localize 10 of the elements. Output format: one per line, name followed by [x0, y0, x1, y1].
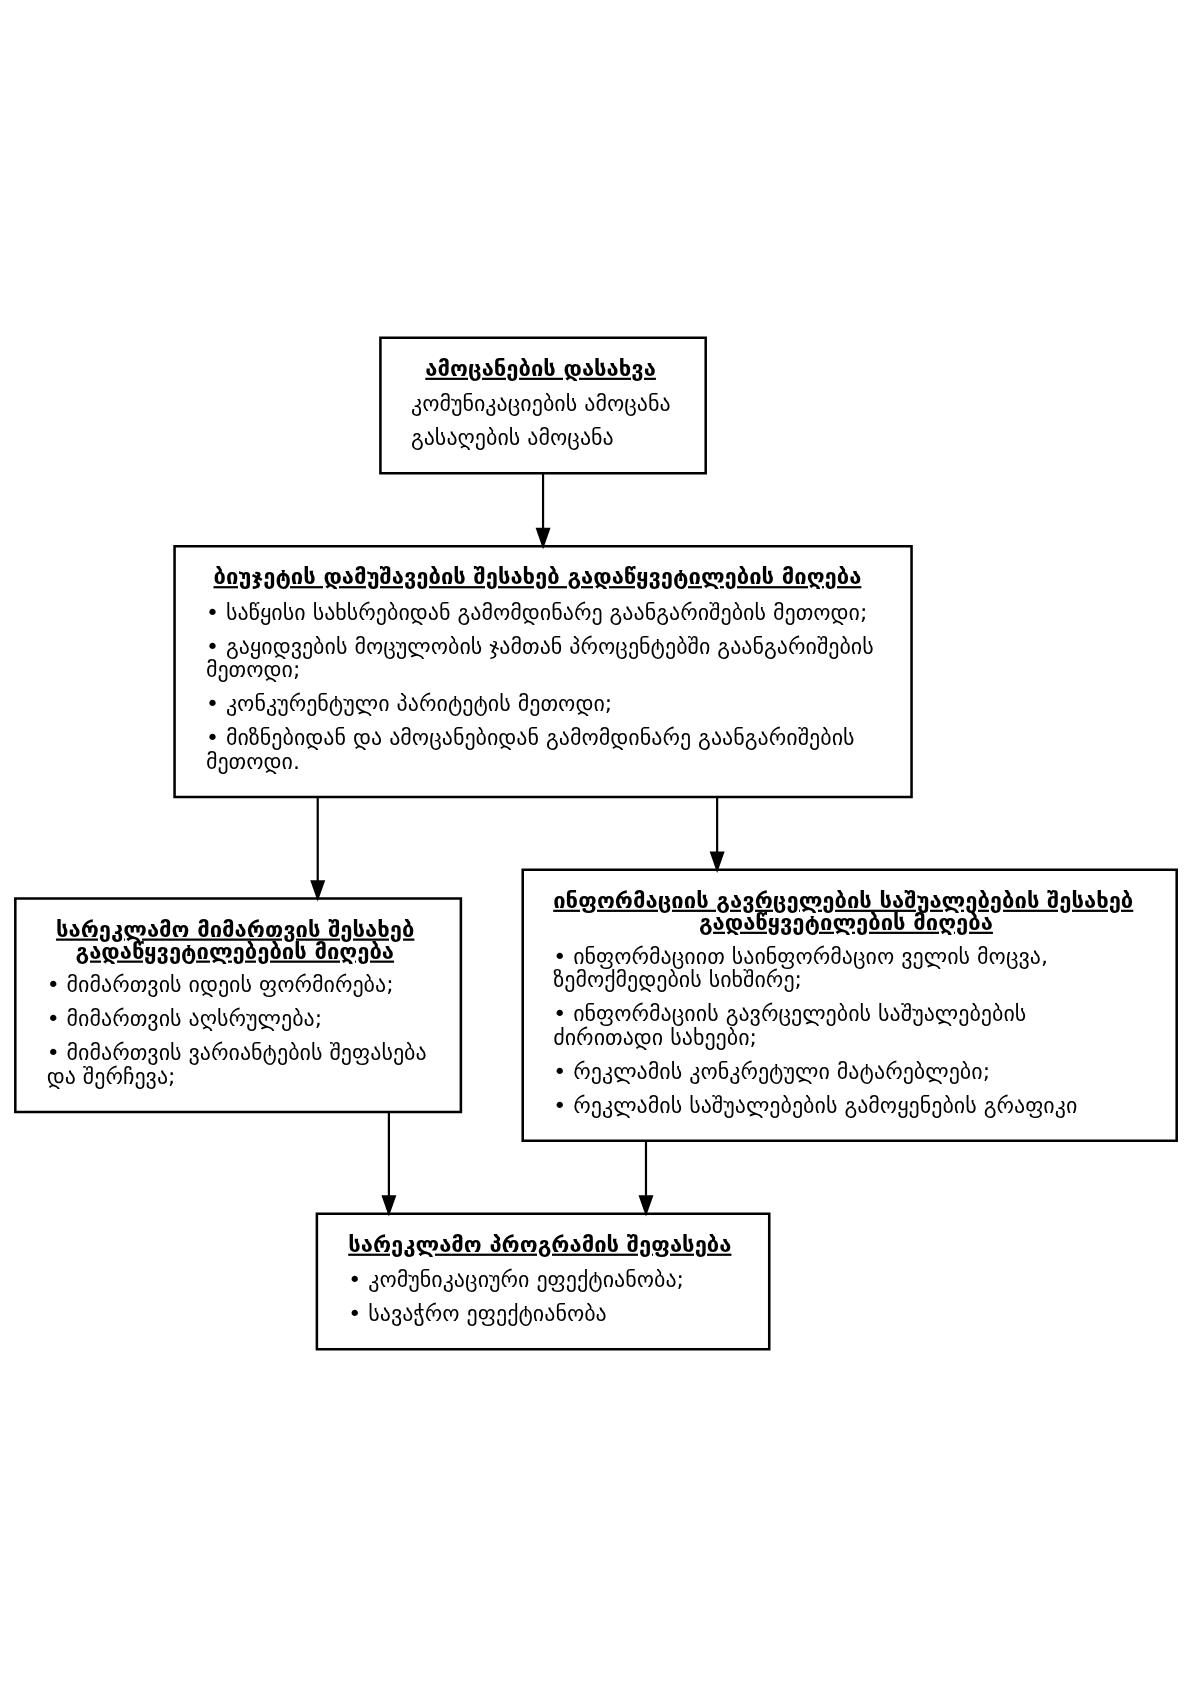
node-box: სარეკლამო მიმართვის შესახებ გადაწყვეტილებების მიღება • მიმართვის იდეის ფორმირება; • მიმართვის აღსრულება; • მიმართვის ვარიანტების შეფასება და შერჩევა; — [14, 896, 463, 1113]
arrow — [310, 796, 326, 902]
arrow — [535, 472, 551, 549]
node-box: ამოცანების დასახვა კომუნიკაციების ამოცანა გასაღების ამოცანა — [379, 336, 707, 475]
node-box: სარეკლამო პროგრამის შეფასება • კომუნიკაციური ეფექტიანობა; • სავაჭრო ეფექტიანობა — [315, 1211, 771, 1350]
node-box: ინფორმაციის გავრცელების საშუალებების შესახებ გადაწყვეტილების მიღება • ინფორმაციით საინფორმაციო ველის მოცვა, ზემოქმედების სიხშირე; • ინფორმაციის გავრცელების საშუალებების ძირითადი სახეები; • რეკლამის კონკრეტული მატარებლები; • რეკლამის საშუალებების გამოყენების გრაფიკი — [521, 868, 1178, 1142]
node-box: ბიუჯეტის დამუშავების შესახებ გადაწყვეტილების მიღება • საწყისი სახსრებიდან გამომდინარე გაანგარიშების მეთოდი; • გაყიდვების მოცულობის ჯამთან პროცენტებში გაანგარიშების მეთოდი; • კონკურენტული პარიტეტის მეთოდი; • მიზნებიდან და ამოცანებიდან გამომდინარე გაანგარიშების მეთოდი. — [173, 544, 913, 798]
arrow — [381, 1111, 397, 1217]
arrow — [709, 796, 725, 873]
arrow — [638, 1140, 654, 1217]
